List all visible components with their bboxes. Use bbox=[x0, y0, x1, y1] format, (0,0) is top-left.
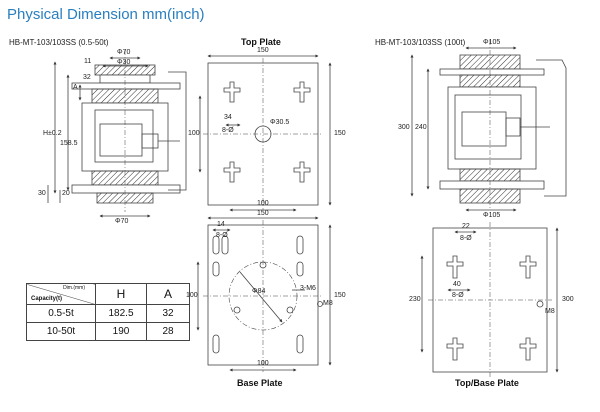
dim-158-5: 158.5 bbox=[60, 140, 78, 147]
dim-32: 32 bbox=[83, 74, 91, 81]
tp-dim-100-w: 100 bbox=[257, 200, 269, 207]
bp-dim-100-w: 100 bbox=[257, 360, 269, 367]
left-model-label: HB-MT-103/103SS (0.5-50t) bbox=[9, 38, 109, 47]
top-base-plate-slots bbox=[446, 255, 537, 361]
top-plate-center-hole bbox=[254, 125, 272, 143]
base-plate-slots bbox=[212, 235, 304, 354]
bp-dim-150-w: 150 bbox=[257, 210, 269, 217]
right-body-frame bbox=[447, 86, 537, 170]
left-inner-frame bbox=[94, 109, 154, 163]
tp-dim-150-h: 150 bbox=[334, 130, 346, 137]
rs-dim-phi105-top: Φ105 bbox=[483, 39, 501, 46]
a-cell: 32 bbox=[146, 304, 190, 323]
top-plate-view bbox=[198, 54, 332, 212]
capacity-cell: 0.5-5t bbox=[26, 304, 96, 323]
tp-dim-100-h: 100 bbox=[188, 130, 200, 137]
tp-dim-phi30-5: Φ30.5 bbox=[270, 119, 290, 126]
base-plate-view bbox=[196, 216, 332, 372]
bp-dim-100-h: 100 bbox=[186, 292, 198, 299]
top-base-plate-view bbox=[420, 222, 559, 378]
top-base-plate-heading: Top/Base Plate bbox=[455, 378, 519, 388]
right-model-label: HB-MT-103/103SS (100t) bbox=[375, 38, 466, 47]
top-plate-heading: Top Plate bbox=[241, 37, 281, 47]
capacity-header: Capacity(t) bbox=[31, 296, 63, 302]
dim-header: Dim.(mm) bbox=[63, 285, 85, 291]
tb-dim-m8: M8 bbox=[545, 308, 555, 315]
left-base-plate bbox=[71, 184, 181, 194]
table-row: 0.5-5t 182.5 32 bbox=[26, 304, 190, 323]
rs-dim-300: 300 bbox=[398, 124, 410, 131]
rs-dim-240: 240 bbox=[415, 124, 427, 131]
base-plate-m8-hole bbox=[317, 301, 323, 307]
top-base-plate-m8-hole bbox=[536, 300, 544, 308]
bp-dim-14: 14 bbox=[217, 221, 225, 228]
rs-dim-phi105-bottom: Φ105 bbox=[483, 212, 501, 219]
bp-dim-holes: 8-Ø bbox=[216, 232, 228, 239]
left-side-view bbox=[47, 50, 187, 218]
tb-dim-holes-2: 8-Ø bbox=[452, 292, 464, 299]
h-cell: 190 bbox=[95, 322, 147, 341]
right-side-view bbox=[410, 40, 567, 212]
spec-table: Dim.(mm) Capacity(t) H A 0.5-5t 182.5 32… bbox=[26, 283, 190, 341]
dim-a: A bbox=[73, 84, 78, 91]
bp-dim-phi84: Φ84 bbox=[252, 288, 266, 295]
capacity-cell: 10-50t bbox=[26, 322, 96, 341]
top-plate-slots bbox=[223, 81, 311, 183]
h-cell: 182.5 bbox=[95, 304, 147, 323]
table-row: 10-50t 190 28 bbox=[26, 322, 190, 341]
dim-phi70-bottom: Φ70 bbox=[115, 218, 129, 225]
bp-dim-150-h: 150 bbox=[334, 292, 346, 299]
tp-dim-34: 34 bbox=[224, 114, 232, 121]
col-h-header: H bbox=[95, 283, 147, 305]
col-a-header: A bbox=[146, 283, 190, 305]
tb-dim-40: 40 bbox=[453, 281, 461, 288]
tb-dim-300-h: 300 bbox=[562, 296, 574, 303]
table-header-row: Dim.(mm) Capacity(t) H A bbox=[26, 283, 190, 305]
base-plate-heading: Base Plate bbox=[237, 378, 283, 388]
a-cell: 28 bbox=[146, 322, 190, 341]
table-corner-cell: Dim.(mm) Capacity(t) bbox=[26, 283, 96, 305]
dim-20: 20 bbox=[62, 190, 70, 197]
dim-h: H±0.2 bbox=[43, 130, 62, 137]
tp-dim-holes: 8-Ø bbox=[222, 127, 234, 134]
tp-dim-150-w: 150 bbox=[257, 47, 269, 54]
bp-dim-m8: M8 bbox=[323, 300, 333, 307]
dim-30: 30 bbox=[38, 190, 46, 197]
dim-11: 11 bbox=[84, 58, 92, 65]
page-title: Physical Dimension mm(inch) bbox=[7, 6, 205, 23]
dim-phi30: Φ30 bbox=[117, 59, 131, 66]
right-top-plate bbox=[439, 68, 545, 76]
dim-phi70-top: Φ70 bbox=[117, 49, 131, 56]
right-base-plate bbox=[439, 180, 545, 190]
tb-dim-holes: 8-Ø bbox=[460, 235, 472, 242]
tb-dim-230-h: 230 bbox=[409, 296, 421, 303]
tb-dim-22: 22 bbox=[462, 223, 470, 230]
bp-dim-3m6: 3-M6 bbox=[300, 285, 316, 292]
left-top-plate bbox=[71, 82, 181, 90]
